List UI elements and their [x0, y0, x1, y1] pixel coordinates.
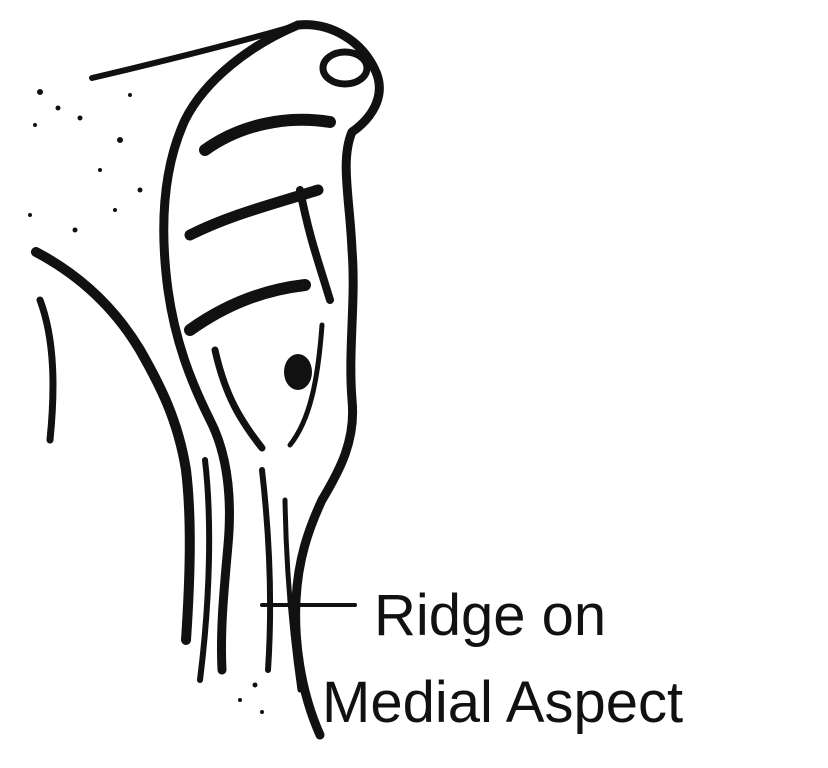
inner-vertical-2 [211, 346, 266, 452]
ridge-label-line1: Ridge on [374, 583, 607, 648]
inner-curve-right [287, 322, 325, 448]
stipple-dot [128, 93, 132, 97]
left-contour [159, 20, 303, 675]
stipple-dot [252, 682, 258, 688]
stipple-dot [260, 710, 264, 714]
crest-spot [319, 48, 371, 88]
left-process [31, 247, 195, 645]
stipple-dot [238, 698, 242, 702]
outer-contour [291, 20, 384, 740]
ridge-label-line2: Medial Aspect [322, 670, 684, 735]
inner-vertical-1 [296, 186, 334, 304]
top-edge-line [89, 22, 301, 81]
stipple-dot [37, 89, 43, 95]
stipple-dot [98, 168, 102, 172]
inner-ridge-upper [199, 113, 336, 156]
stipple-dot [55, 105, 61, 111]
inner-ridge-lower [184, 279, 311, 336]
stipple-dot [33, 123, 37, 127]
stipple-dot [72, 227, 78, 233]
stipple-dot [113, 208, 117, 212]
shaft-inner [259, 467, 273, 673]
left-process-lower [36, 296, 57, 444]
stipple-dot [117, 137, 123, 143]
shaft-right [282, 497, 303, 693]
shaft-left [197, 457, 213, 683]
stipple-dot [77, 115, 83, 121]
stipple-dot [28, 213, 32, 217]
foramen-spot [284, 354, 312, 390]
stipple-dot [137, 187, 143, 193]
